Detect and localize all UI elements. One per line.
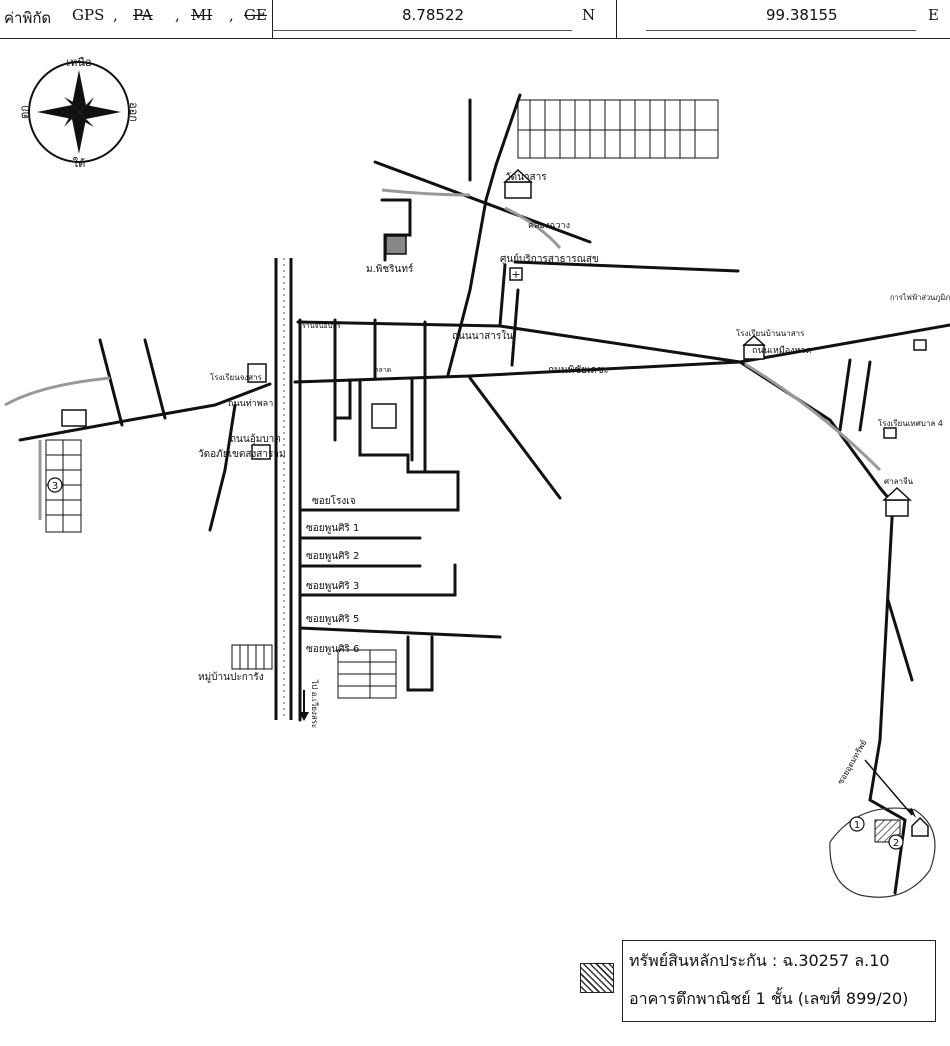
temple-west-icon — [61, 409, 87, 427]
legend-hatch-swatch — [580, 963, 614, 993]
electric-office-icon — [913, 339, 927, 351]
label-soi-3: ซอยพูนศิริ 3 — [306, 581, 359, 592]
latitude-value: 8.78522 — [402, 6, 465, 24]
school-left-icon — [247, 363, 267, 383]
legend-line-2: อาคารตึกพาณิชย์ 1 ชั้น (เลขที่ 899/20) — [629, 989, 909, 1008]
label-soi-6: ซอยพูนศิริ 6 — [306, 644, 359, 655]
longitude-cell: 99.38155 E — [616, 0, 950, 38]
label-road-muangphruat: ถนนเหมืองหวด — [752, 345, 811, 356]
location-map: เหนือ ใต้ ออก ตก — [4, 56, 950, 898]
latitude-underline — [272, 30, 572, 31]
label-sala: ศาลาจีน — [884, 477, 914, 486]
coordinate-method-cell: ค่าพิกัด GPS , PA , MI , GE — [0, 0, 273, 38]
label-wat-nasan: วัดนาสาร — [505, 172, 547, 183]
coordinate-header: ค่าพิกัด GPS , PA , MI , GE 8.78522 N 99… — [0, 0, 950, 39]
road-north-line — [446, 163, 498, 377]
compass-rose: เหนือ ใต้ ออก ตก — [18, 56, 140, 170]
shrine-roof-icon — [882, 486, 912, 501]
marker-2 — [888, 834, 904, 850]
pa-option: PA — [133, 6, 153, 24]
marker-3 — [47, 477, 63, 493]
school-right-icon — [883, 427, 897, 439]
label-mphachin: ม.พิชรินทร์ — [366, 263, 414, 275]
compass-south-point — [72, 112, 86, 154]
label-road-umbat: ถนนอุ้มบาต — [230, 433, 281, 445]
compass-east-label: ออก — [127, 102, 140, 122]
svg-text:+: + — [511, 268, 520, 281]
temple-icon — [504, 181, 532, 199]
compass-east-point — [79, 105, 121, 119]
label-to-railway: ไป อ.เวียงสระ — [310, 679, 319, 728]
label-school-nasan: โรงเรียนบ้านนาสาร — [736, 328, 805, 338]
housing-block-south — [231, 644, 397, 699]
road-nasarnai-line — [296, 320, 742, 364]
school-icon — [385, 235, 407, 255]
road-network — [18, 93, 950, 895]
coord-label: ค่าพิกัด — [4, 9, 52, 27]
label-khlong: คลองฉวาง — [528, 221, 570, 231]
map-labels: วัดนาสาร คลองฉวาง ม.พิชรินทร์ ศูนย์บริกา… — [198, 172, 950, 786]
label-road-phichai: ถนนพิชัยเดชะ — [548, 365, 609, 376]
compass-west-point — [37, 105, 79, 119]
separator: , — [229, 6, 234, 24]
mi-option: MI — [191, 6, 213, 24]
label-soi-5: ซอยพูนศิริ 5 — [306, 614, 359, 625]
legend: ทรัพย์สินหลักประกัน : ฉ.30257 ล.10 อาคาร… — [622, 940, 936, 1022]
longitude-underline — [646, 30, 916, 31]
marker-1-label: 1 — [854, 820, 860, 831]
legend-line-1: ทรัพย์สินหลักประกัน : ฉ.30257 ล.10 — [629, 951, 890, 970]
label-soi-1: ซอยพูนศิริ 1 — [306, 523, 359, 534]
gps-option: GPS — [72, 6, 105, 24]
label-wat-kho: วัดอภัยเขตสงสาราม — [198, 449, 286, 460]
label-village: หมู่บ้านปะการัง — [198, 671, 264, 683]
separator: , — [113, 6, 118, 24]
ge-option: GE — [244, 6, 267, 24]
landmark-icons: + — [61, 168, 927, 517]
latitude-cell: 8.78522 N — [272, 0, 617, 38]
temple-kho-icon — [251, 444, 271, 460]
label-electric-office: การไฟฟ้าส่วนภูมิภาค อ.บ้านนาสาร — [890, 293, 950, 302]
label-school-right: โรงเรียนเทศบาล 4 — [878, 418, 943, 428]
housing-block-north — [517, 99, 719, 159]
housing-block-west — [45, 439, 82, 533]
road-phichai-line — [293, 323, 950, 384]
marker-2-label: 2 — [893, 838, 899, 849]
label-soi-2: ซอยพูนศิริ 2 — [306, 551, 359, 562]
railway — [274, 258, 293, 720]
road-tapha-line — [18, 382, 272, 442]
hospital-icon — [509, 267, 523, 281]
longitude-value: 99.38155 — [766, 6, 838, 24]
label-road-nasarnai: ถนนนาสารใน — [452, 330, 513, 342]
label-market: ตลาด — [374, 366, 391, 374]
railway-direction-arrow — [299, 690, 309, 721]
label-soi-rongje: ซอยโรงเจ — [312, 494, 356, 507]
compass-west-label: ตก — [18, 105, 31, 119]
compass-north-label: เหนือ — [66, 56, 91, 69]
school-nasan-roof-icon — [742, 334, 766, 346]
separator: , — [175, 6, 180, 24]
shrine-icon — [885, 499, 909, 517]
longitude-direction: E — [928, 6, 939, 24]
government-office-icon — [371, 403, 397, 429]
label-school-left: โรงเรียนจงสาร — [210, 372, 263, 382]
compass-north-point — [72, 70, 86, 112]
label-road-tapha: ถนนท่าพลา — [228, 399, 273, 409]
compass-ring — [28, 61, 130, 163]
house-icon — [911, 816, 929, 837]
markers: 1 2 3 — [47, 477, 904, 850]
label-health-center: ศูนย์บริการสาธารณสุข — [500, 253, 599, 265]
label-shop: ร้านจีนอินทร์ — [302, 322, 341, 330]
temple-roof-icon — [503, 168, 533, 183]
road-umbat-line — [208, 403, 237, 532]
compass-south-label: ใต้ — [73, 157, 86, 170]
marker-3-label: 3 — [52, 481, 58, 492]
canals — [4, 188, 882, 520]
label-soi-udomsap: ซอยอุดมทรัพย์ — [835, 738, 869, 786]
marker-1 — [849, 816, 865, 832]
latitude-direction: N — [582, 6, 596, 24]
